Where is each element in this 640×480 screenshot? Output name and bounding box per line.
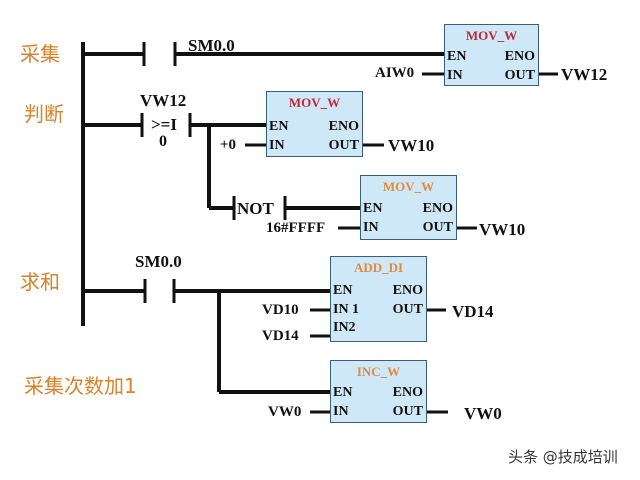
pin-eno: ENO xyxy=(504,49,535,64)
pin-in2: IN2 xyxy=(333,320,356,335)
pin-eno: ENO xyxy=(422,201,453,216)
label-judge: 判断 xyxy=(24,102,64,126)
label-collect: 采集 xyxy=(20,42,60,66)
pin-in1: IN 1 xyxy=(333,302,360,317)
compare-operand-top: VW12 xyxy=(140,91,187,110)
rung1-out-value: VW12 xyxy=(561,65,608,84)
add-di-block[interactable]: ADD_DI EN ENO IN 1 OUT IN2 xyxy=(330,256,427,342)
inc-w-block[interactable]: INC_W EN ENO IN OUT xyxy=(330,360,427,423)
rung1-contact-label: SM0.0 xyxy=(188,36,235,55)
inc-out-value: VW0 xyxy=(464,404,502,423)
pin-in: IN xyxy=(447,68,463,83)
compare-operator: >=I xyxy=(151,115,177,134)
pin-eno: ENO xyxy=(392,385,423,400)
add-in2-value: VD14 xyxy=(262,328,299,344)
pin-en: EN xyxy=(269,119,289,134)
pin-in: IN xyxy=(269,138,285,153)
pin-en: EN xyxy=(447,49,467,64)
pin-out: OUT xyxy=(392,302,423,317)
rung2-mov-block-1[interactable]: MOV_W EN ENO IN OUT xyxy=(266,91,363,157)
pin-en: EN xyxy=(363,201,383,216)
block-title: MOV_W xyxy=(382,179,435,194)
block-title: ADD_DI xyxy=(353,260,404,275)
not-contact-label: NOT xyxy=(237,199,274,218)
block-title: MOV_W xyxy=(465,28,518,43)
label-count: 采集次数加1 xyxy=(24,374,137,398)
rung3-contact-label: SM0.0 xyxy=(135,252,182,271)
add-in1-value: VD10 xyxy=(262,302,299,318)
rung2-mov-block-2[interactable]: MOV_W EN ENO IN OUT xyxy=(360,175,457,240)
pin-out: OUT xyxy=(328,138,359,153)
rung2-b2-out-value: VW10 xyxy=(479,220,526,239)
add-out-value: VD14 xyxy=(452,302,494,321)
compare-operand-bottom: 0 xyxy=(159,133,167,150)
pin-en: EN xyxy=(333,283,353,298)
watermark: 头条 @技成培训 xyxy=(508,448,618,466)
rung1-in-value: AIW0 xyxy=(375,65,415,81)
block-title: MOV_W xyxy=(288,95,341,110)
pin-in: IN xyxy=(363,220,379,235)
pin-eno: ENO xyxy=(392,283,423,298)
pin-out: OUT xyxy=(504,68,535,83)
pin-in: IN xyxy=(333,404,349,419)
rung2-b2-in-value: 16#FFFF xyxy=(266,220,326,236)
rung2-b1-out-value: VW10 xyxy=(388,136,435,155)
pin-out: OUT xyxy=(392,404,423,419)
label-sum: 求和 xyxy=(20,270,60,294)
inc-in-value: VW0 xyxy=(268,404,302,420)
pin-eno: ENO xyxy=(328,119,359,134)
block-title: INC_W xyxy=(356,364,401,379)
pin-en: EN xyxy=(333,385,353,400)
pin-out: OUT xyxy=(422,220,453,235)
rung2-b1-in-value: +0 xyxy=(220,137,237,153)
rung1-mov-block[interactable]: MOV_W EN ENO IN OUT xyxy=(444,24,539,86)
